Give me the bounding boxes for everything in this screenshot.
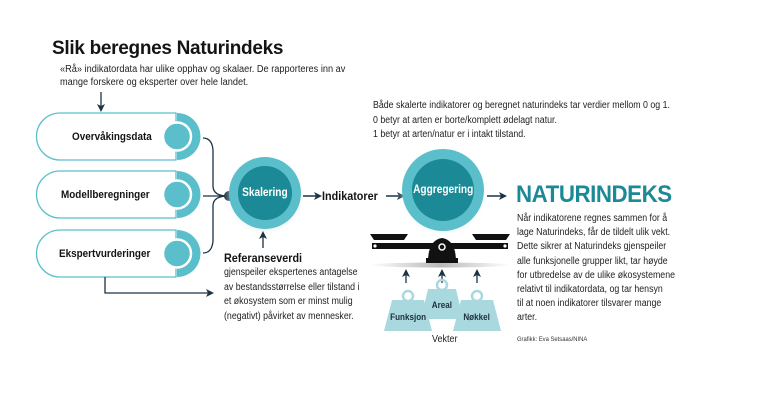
scaling-label-wrap: Skalering <box>229 180 301 206</box>
reference-title: Referanseverdi <box>224 251 303 265</box>
indicators-label: Indikatorer <box>322 189 378 203</box>
weight-funksjon <box>384 289 432 331</box>
result-line: lage Naturindeks, får de tildelt ulik ve… <box>517 227 671 239</box>
result-description: Når indikatorene regnes sammen for å lag… <box>517 212 675 326</box>
weight-label: Areal <box>431 299 453 311</box>
intro-text: «Rå» indikatordata har ulike opphav og s… <box>60 63 354 89</box>
scale-note-line-3: 1 betyr at arten/natur er i intakt tilst… <box>373 129 526 140</box>
weight-areal-label-wrap: Areal <box>421 294 463 316</box>
intro-line-1: «Rå» indikatordata har ulike opphav og s… <box>60 64 346 75</box>
source-pill-1 <box>35 112 201 161</box>
scale-icon <box>370 234 510 268</box>
scaling-label: Skalering <box>242 187 288 199</box>
result-line: for utbredelse av de ulike økosystemene <box>517 269 676 281</box>
source-label: Modellberegninger <box>60 188 150 201</box>
weight-nokkel <box>453 289 501 331</box>
expert-to-reference-arrow <box>104 277 214 297</box>
aggregation-label: Aggregering <box>412 184 474 196</box>
result-line: Dette sikrer at Naturindeks gjenspeiler <box>517 241 667 253</box>
scaling-node <box>224 155 306 237</box>
reference-line: gjenspeiler ekspertenes antagelse <box>224 267 358 278</box>
connector-lines <box>202 137 229 254</box>
source-overvakingsdata: Overvåkingsdata <box>60 113 172 160</box>
source-label: Overvåkingsdata <box>71 130 152 143</box>
weight-areal <box>421 278 463 319</box>
result-line: alle funksjonelle grupper likt, tar høyd… <box>517 255 668 267</box>
scale-note-line-1: Både skalerte indikatorer og beregnet na… <box>373 100 670 111</box>
page-title: Slik beregnes Naturindeks <box>52 38 284 59</box>
scale-note: Både skalerte indikatorer og beregnet na… <box>373 99 690 143</box>
source-modellberegninger: Modellberegninger <box>48 171 172 218</box>
result-line: til at noen indikatorer tilsvarer mange <box>517 298 662 310</box>
reference-description: gjenspeiler ekspertenes antagelse av bes… <box>224 266 378 324</box>
source-ekspertvurderinger: Ekspertvurderinger <box>47 230 172 277</box>
weight-label: Funksjon <box>390 311 426 323</box>
source-pill-3 <box>35 229 201 278</box>
result-line: relativt til indikatordata, og tar hensy… <box>517 284 663 296</box>
reference-line: av bestandsstørrelse eller tilstand i <box>224 281 360 293</box>
weight-nokkel-label-wrap: Nøkkel <box>453 306 501 328</box>
reference-line: (negativt) påvirket av mennesker. <box>224 310 354 322</box>
scale-note-line-2: 0 betyr at arten er borte/komplett ødela… <box>373 114 557 126</box>
aggregation-node <box>397 146 489 238</box>
source-pill-2 <box>35 170 201 219</box>
weights-caption: Vekter <box>432 334 458 345</box>
intro-line-2: mange forskere og eksperter over hele la… <box>60 77 249 88</box>
reference-line: et økosystem som er minst mulig <box>224 296 353 307</box>
graphic-credit: Grafikk: Eva Setsaas/NINA <box>517 336 588 343</box>
aggregation-label-wrap: Aggregering <box>405 176 481 204</box>
result-line: arter. <box>517 312 538 324</box>
result-title: NATURINDEKS <box>516 181 672 208</box>
result-line: Når indikatorene regnes sammen for å <box>517 213 668 224</box>
weight-funksjon-label-wrap: Funksjon <box>384 306 432 328</box>
source-label: Ekspertvurderinger <box>58 247 151 260</box>
weight-label: Nøkkel <box>463 311 491 323</box>
